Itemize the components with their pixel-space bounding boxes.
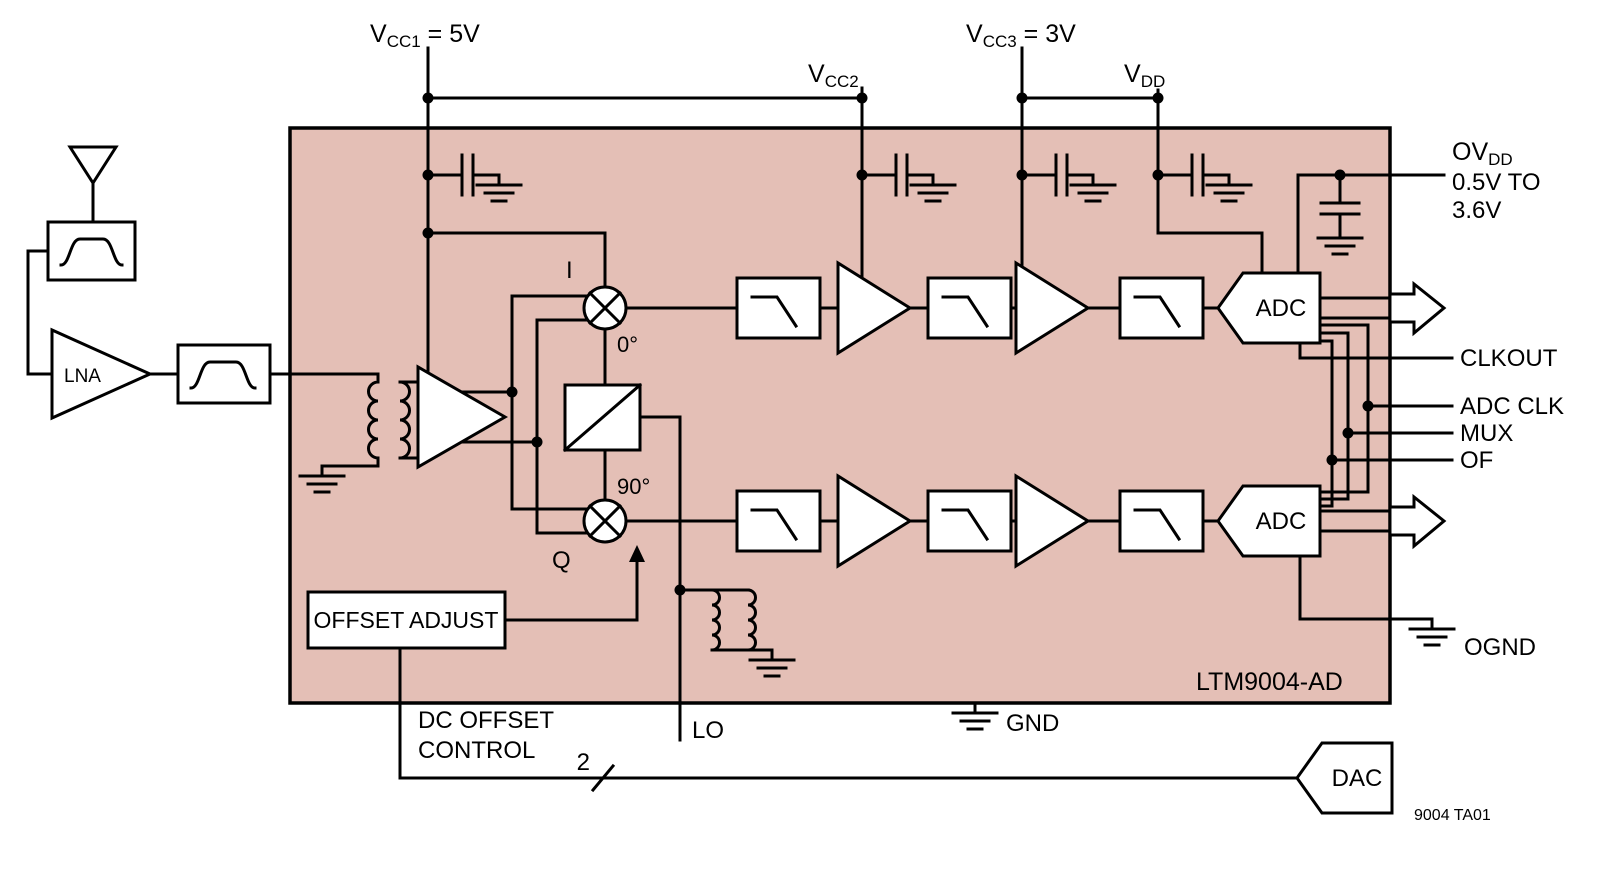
offset-to-mixer [503,558,639,622]
mixer-x-icon [587,290,623,326]
ground-icon [1408,617,1456,647]
ovdd-line [1296,173,1446,275]
amplifier-q1 [836,473,913,569]
figure-id-label: 9004 TA01 [1414,807,1491,824]
ovdd-range-1: 0.5V TO [1452,169,1541,196]
offset-adjust-label: OFFSET ADJUST [314,607,499,633]
lo-coil-1 [710,588,721,652]
mixer-bias-feed [426,231,607,289]
adc-q-block [1216,484,1322,558]
vcc1-label: VCC1 = 5V [370,20,480,51]
transformer-primary [320,372,380,468]
lowpass-icon [941,508,990,542]
q-path-wires [624,509,1392,533]
phase-0-label: 0° [617,332,638,357]
diff-route-plus [510,294,590,511]
dac-label: DAC [1332,765,1383,792]
output-arrow-i [1388,280,1447,337]
lowpass-filter-q3 [1118,489,1205,553]
vcc2-label: VCC2 [808,60,859,91]
lowpass-filter-q2 [926,489,1013,553]
adc-q-label: ADC [1256,508,1307,535]
amplifier-i1 [836,260,913,356]
preamp-outputs [459,390,539,444]
diff-route-minus [535,318,590,535]
transformer-secondary [398,380,411,460]
phase-90-label: 90° [617,474,650,499]
adc-i-block [1216,271,1322,345]
q-label: Q [552,547,571,574]
bandpass-icon [59,237,124,267]
dc-offset-control-line [398,646,1299,780]
mux-bus [1318,331,1350,501]
lo-label: LO [692,717,724,744]
bandpass-filter-2 [176,343,272,405]
bandpass-filter-1 [46,220,137,282]
filter-to-lna [26,249,54,376]
lowpass-icon [750,508,799,542]
lowpass-icon [1133,508,1182,542]
antenna-icon [67,145,119,186]
mux-label: MUX [1460,420,1513,447]
lo-wires [603,327,796,742]
ground-icon [951,701,999,731]
i-path-wires [624,296,1392,320]
q-data-bus [1318,509,1392,533]
lna-amplifier [50,327,154,421]
part-number-label: LTM9004-AD [1196,668,1343,696]
labels: VCC1 = 5V VCC2 VCC3 = 3V VDD OVDD 0.5V T… [64,20,1564,824]
bus-width-label: 2 [577,749,590,776]
offset-adjust-block [306,590,507,650]
clkout-label: CLKOUT [1460,345,1558,372]
vdd-label: VDD [1124,60,1165,91]
arrowhead-icon [629,545,645,562]
of-bus [1318,339,1334,508]
ognd-line [1298,554,1434,621]
components [46,145,1447,815]
transformer-to-preamp [398,380,420,460]
rf-input-wires [26,181,590,535]
clkout-line [1298,341,1454,360]
adc-i-label: ADC [1256,295,1307,322]
bandpass-icon [189,360,257,390]
lowpass-icon [750,295,799,329]
lo-input-line [638,415,682,742]
lowpass-filter-i2 [926,276,1013,340]
lo-coil-2 [746,588,757,652]
phase-splitter-diagonal [562,382,643,453]
vcc3-label: VCC3 = 3V [966,20,1076,51]
junction-dots [422,92,1374,596]
lna-label: LNA [64,366,101,387]
ovdd-capacitor-icon [1319,173,1361,230]
dc-offset-label-1: DC OFFSET [418,707,554,734]
ognd-label: OGND [1464,634,1536,661]
i-label: I [566,257,573,284]
preamp-amplifier [416,364,509,470]
lowpass-filter-q1 [735,489,822,553]
dc-offset-wires [398,545,1299,793]
bus-width-slash [590,763,616,793]
ovdd-range-2: 3.6V [1452,197,1501,224]
of-label: OF [1460,447,1493,474]
vdd-rail [1156,88,1264,275]
amplifier-q2 [1014,473,1091,569]
output-arrow-q [1388,493,1447,550]
ovdd-label: OVDD [1452,138,1513,169]
lowpass-filter-i3 [1118,276,1205,340]
lowpass-icon [941,295,990,329]
dc-offset-label-2: CONTROL [418,737,535,764]
amplifier-i2 [1014,260,1091,356]
dac-block [1295,741,1394,815]
gnd-label: GND [1006,710,1059,737]
mixer-x-icon [587,503,623,539]
i-data-bus [1318,296,1392,320]
adc-clk-label: ADC CLK [1460,393,1564,420]
lowpass-icon [1133,295,1182,329]
lowpass-filter-i1 [735,276,822,340]
